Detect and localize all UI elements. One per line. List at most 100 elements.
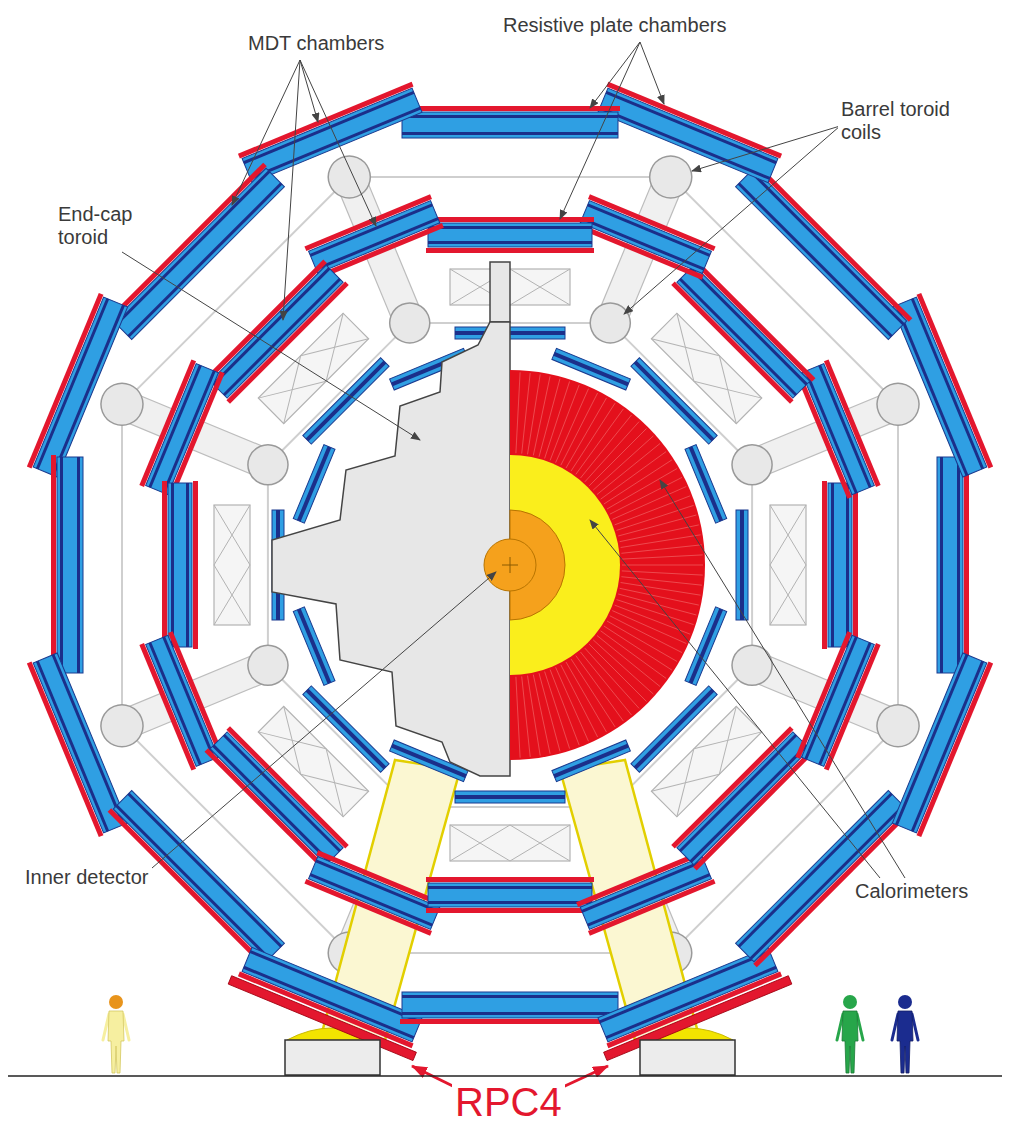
calorimeter-segment xyxy=(589,644,646,701)
endcap-toroid xyxy=(272,322,510,776)
muon-station xyxy=(293,607,335,686)
truss-brace xyxy=(301,749,369,817)
mdt-chamber xyxy=(293,607,335,686)
coil-end xyxy=(871,377,926,432)
calorimeter-segment xyxy=(621,545,702,554)
calorimeter-segment xyxy=(576,656,624,722)
mdt-layer xyxy=(738,182,893,337)
mdt-layer xyxy=(804,636,857,759)
truss-brace xyxy=(770,565,806,625)
mdt-chamber xyxy=(242,88,422,182)
rpc-strip xyxy=(27,661,104,837)
rpc-strip xyxy=(964,455,969,675)
coil-end xyxy=(242,639,294,691)
calorimeter-segment xyxy=(533,376,550,455)
mdt-layer xyxy=(606,966,777,1039)
rpc-strip xyxy=(576,850,704,907)
calorimeter-segment xyxy=(597,444,660,495)
calorimeter-segment xyxy=(516,677,520,758)
calorimeter-segment xyxy=(621,535,701,548)
truss-brace xyxy=(651,313,719,381)
truss-brace xyxy=(214,565,250,625)
mdt-chamber xyxy=(892,653,986,833)
coil-label: Barrel toroid coils xyxy=(838,98,974,144)
mdt-layer xyxy=(455,795,565,799)
calorimeter-segment xyxy=(566,662,607,732)
calorimeter-segment xyxy=(593,436,653,490)
mdt-chamber xyxy=(303,686,389,772)
inner-detector-core xyxy=(484,539,536,591)
rpc-strip xyxy=(606,82,782,159)
mdt-chamber xyxy=(828,483,852,647)
calorimeter-segment xyxy=(622,565,703,566)
end-cap-toroid-shape xyxy=(272,262,510,776)
rpc-strip xyxy=(162,481,167,649)
mdt-layer xyxy=(690,745,808,863)
calorimeter-segment xyxy=(618,515,696,536)
calorimeter-segment xyxy=(620,588,699,605)
truss-brace xyxy=(651,749,719,817)
truss-brace xyxy=(770,505,806,565)
leader-line xyxy=(640,42,664,104)
calorimeter-segment xyxy=(556,389,589,463)
truss-frame xyxy=(770,505,806,625)
calorimeter-segment xyxy=(561,665,598,737)
truss-brace xyxy=(510,825,570,861)
truss-brace xyxy=(770,505,806,565)
rpc-strip xyxy=(588,879,716,936)
calorimeter-segment xyxy=(601,631,667,679)
truss-brace xyxy=(450,825,510,861)
coil-end xyxy=(384,297,436,349)
rpc-strip xyxy=(304,879,432,936)
muon-station xyxy=(400,106,620,138)
calorimeter-segment xyxy=(618,594,696,615)
leader-line xyxy=(152,572,496,868)
muon-station xyxy=(139,359,224,498)
muon-station xyxy=(108,163,286,341)
truss-brace xyxy=(301,749,369,817)
mdt-chamber xyxy=(677,732,810,865)
mdt-chamber xyxy=(598,88,778,182)
calorimeter-segment xyxy=(550,670,579,746)
endcap-tab xyxy=(490,262,510,322)
mdt-layer xyxy=(36,298,109,469)
truss-brace xyxy=(258,356,326,424)
calorimeter-segment xyxy=(545,381,570,458)
truss-brace xyxy=(214,505,250,565)
rpc-strip xyxy=(168,371,225,499)
mdt-layer xyxy=(162,636,215,759)
person-body xyxy=(842,1011,858,1073)
support-truss xyxy=(770,505,806,625)
calorimeter-segment xyxy=(621,583,701,596)
rpc-strip xyxy=(917,293,994,469)
rpc-strip xyxy=(226,281,348,403)
coil-end xyxy=(726,439,778,491)
mdt-chamber xyxy=(33,653,127,833)
mdt-layer xyxy=(402,132,618,135)
mdt-layer xyxy=(36,661,109,832)
rpc-strip xyxy=(795,371,852,499)
support-truss xyxy=(450,825,570,861)
floor-line xyxy=(8,1075,1002,1077)
mdt-layer xyxy=(243,966,414,1039)
calorimeter-segment xyxy=(585,648,639,708)
coil-end xyxy=(643,150,698,205)
person-figure xyxy=(892,995,918,1073)
mdt-chamber xyxy=(455,791,565,803)
rpc-label: Resistive plate chambers xyxy=(500,14,729,37)
calorimeter-segment xyxy=(533,675,550,754)
mdt-chamber xyxy=(113,168,284,339)
rpc-strip xyxy=(671,281,793,403)
truss-brace xyxy=(450,825,510,861)
mdt-layer xyxy=(911,661,984,832)
leader-line xyxy=(283,60,300,320)
leader-line xyxy=(560,42,640,219)
rpc-strip xyxy=(400,106,620,111)
calorimeter-segment xyxy=(561,393,598,465)
mdt-layer xyxy=(428,226,592,229)
coil-end xyxy=(95,698,150,753)
truss-brace xyxy=(694,356,762,424)
calorimeter-segment xyxy=(585,422,639,482)
